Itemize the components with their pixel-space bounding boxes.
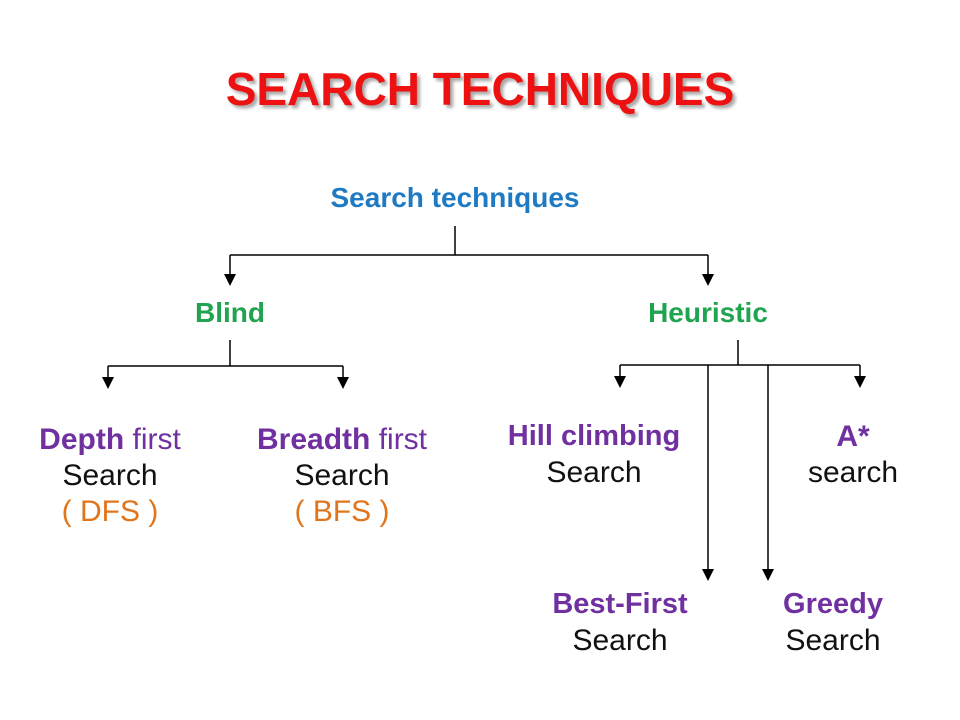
dfs-abbreviation: ( DFS ) <box>61 495 159 528</box>
a-star-search: search <box>807 456 899 489</box>
bfs-search: Search <box>294 459 390 492</box>
hill-climbing-label: Hill climbing <box>507 420 681 452</box>
node-blind: Blind <box>195 297 265 328</box>
node-greedy: Greedy Search <box>753 590 913 662</box>
best-first-label: Best-First <box>552 588 688 620</box>
dfs-search: Search <box>62 459 158 492</box>
node-best-first: Best-First Search <box>520 590 720 662</box>
root-node-search-techniques: Search techniques <box>330 182 580 213</box>
node-hill-climbing: Hill climbing Search <box>484 422 704 494</box>
greedy-search: Search <box>785 624 881 657</box>
dfs-first: first <box>132 423 181 456</box>
a-star-label: A* <box>836 420 870 453</box>
bfs-keyword: Breadth <box>256 423 371 456</box>
best-first-search: Search <box>572 624 668 657</box>
node-bfs: Breadth first Search ( BFS ) <box>222 425 462 533</box>
dfs-keyword: Depth <box>39 423 125 456</box>
node-heuristic: Heuristic <box>648 297 768 328</box>
diagram-title: SEARCH TECHNIQUES <box>225 63 735 115</box>
bfs-abbreviation: ( BFS ) <box>294 495 390 528</box>
greedy-label: Greedy <box>783 588 883 620</box>
hill-climbing-search: Search <box>546 456 642 489</box>
node-a-star: A* search <box>773 422 933 494</box>
bfs-first: first <box>378 423 428 456</box>
node-dfs: Depth first Search ( DFS ) <box>10 425 210 533</box>
